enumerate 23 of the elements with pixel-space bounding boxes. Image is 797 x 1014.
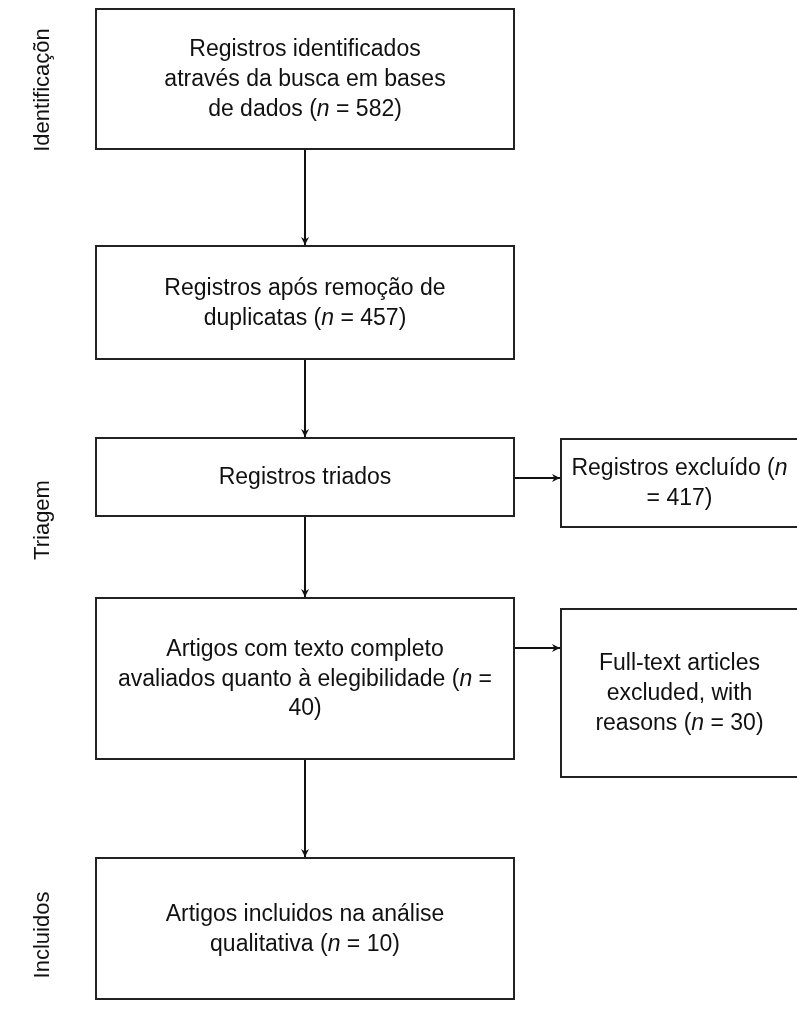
box-text: Registros identificados através da busca em bases de dados (n = 582) [163,34,447,123]
box-text: Registros triados [218,462,392,492]
arrow [514,644,561,652]
process-box [560,438,797,528]
process-box [95,597,515,760]
box-text: Registros excluído (n = 417) [570,453,789,512]
stage-label: Triagem [28,480,55,560]
box-text: Full-text articles excluded, with reasons (n = 30) [594,648,765,737]
stage-label: Incluidos [28,891,55,979]
box-text: Artigos incluidos na análise qualitativa (n = 10) [165,898,445,958]
process-box [95,245,515,360]
arrow [301,516,309,598]
arrow [301,759,309,858]
process-box [95,857,515,1000]
stage-label: Identificaçõn [28,28,55,152]
arrow [514,474,561,482]
process-box [95,8,515,150]
process-box [560,608,797,778]
process-box [95,437,515,517]
box-text: Registros após remoção de duplicatas (n = 457) [163,272,447,332]
arrow [301,149,309,246]
box-text: Artigos com texto completo avaliados quanto à elegibilidade (n = 40) [116,633,493,723]
arrow [301,359,309,438]
